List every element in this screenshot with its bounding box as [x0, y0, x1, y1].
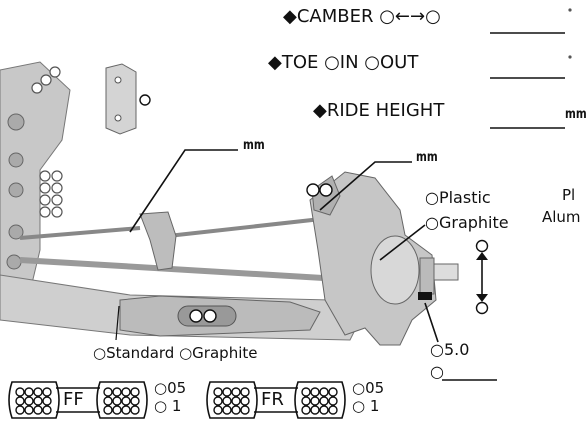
- ride-height-label: ◆RIDE HEIGHT: [313, 100, 445, 121]
- ff-label: FF: [63, 389, 84, 410]
- spacer-blank: ○: [430, 362, 444, 381]
- fr-label: FR: [261, 389, 284, 410]
- camber-label: ◆CAMBER ○←→○: [283, 6, 441, 27]
- fr-block: [206, 381, 346, 419]
- ff-block: [8, 381, 148, 419]
- upper-link-unit: mm: [416, 150, 438, 165]
- side-text-1: Pl: [562, 186, 576, 204]
- lower-arm-options: ○Standard ○Graphite: [93, 344, 258, 362]
- ff-option-05: ○05: [154, 379, 187, 397]
- material-option-graphite: ○Graphite: [425, 213, 509, 232]
- ff-option-1: ○ 1: [154, 397, 182, 415]
- toe-label: ◆TOE ○IN ○OUT: [268, 52, 419, 73]
- side-text-2: Alum: [542, 208, 581, 226]
- spacer-value: ○5.0: [430, 340, 470, 359]
- tie-rod-unit: mm: [243, 138, 265, 153]
- bracket-block: [105, 63, 137, 135]
- ride-height-unit: mm: [565, 107, 587, 122]
- material-option-plastic: ○Plastic: [425, 188, 491, 207]
- fr-option-1: ○ 1: [352, 397, 380, 415]
- fr-option-05: ○05: [352, 379, 385, 397]
